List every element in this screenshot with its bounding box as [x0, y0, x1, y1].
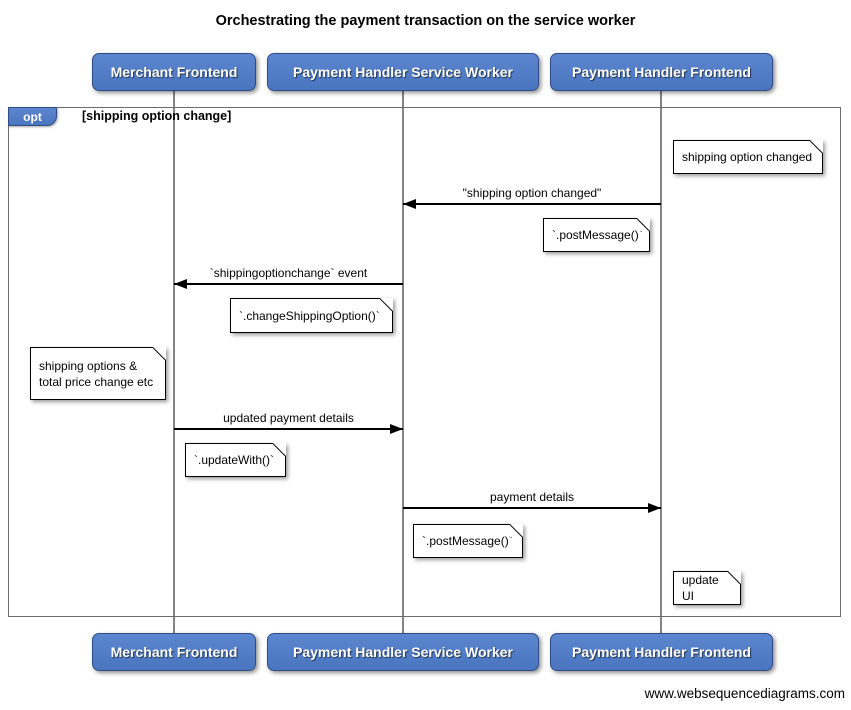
note-text: shipping options & total price change et… — [39, 358, 154, 389]
message-label: "shipping option changed" — [462, 186, 602, 200]
note-fold-icon — [810, 140, 823, 153]
note-fold-icon — [637, 218, 650, 231]
opt-fragment-frame — [8, 107, 841, 617]
note-fold-icon — [380, 298, 393, 311]
message-shippingoptionchange-event: `shippingoptionchange` event — [174, 266, 403, 289]
actor-label: Payment Handler Service Worker — [293, 644, 513, 660]
note-text: `.changeShippingOption()` — [239, 308, 380, 323]
actor-label: Merchant Frontend — [110, 644, 238, 660]
note-text: update UI — [682, 573, 719, 603]
arrowhead-right-icon — [390, 424, 403, 434]
arrowhead-left-icon — [403, 199, 416, 209]
note-shipping-options-total-price: shipping options & total price change et… — [30, 347, 166, 400]
lifeline-merchant-frontend — [173, 91, 175, 633]
lifeline-payment-handler-frontend — [660, 91, 662, 633]
actor-label: Payment Handler Frontend — [572, 644, 751, 660]
arrowhead-left-icon — [174, 279, 187, 289]
message-label: updated payment details — [223, 411, 354, 425]
note-text: `.postMessage()` — [422, 534, 513, 548]
note-update-with: `.updateWith()` — [185, 443, 286, 477]
note-fold-icon — [510, 524, 523, 537]
opt-operator-tab: opt — [8, 107, 57, 126]
actor-label: Payment Handler Frontend — [572, 64, 751, 80]
message-shipping-option-changed: "shipping option changed" — [403, 186, 661, 209]
arrowhead-right-icon — [648, 503, 661, 513]
actor-top-merchant-frontend: Merchant Frontend — [92, 53, 256, 91]
note-fold-icon — [273, 443, 286, 456]
note-text: shipping option changed — [682, 150, 813, 164]
message-payment-details: payment details — [403, 490, 661, 513]
note-text: `.updateWith()` — [194, 453, 275, 467]
actor-top-payment-handler-service-worker: Payment Handler Service Worker — [267, 53, 539, 91]
message-line — [403, 507, 661, 509]
note-post-message-2: `.postMessage()` — [413, 524, 523, 558]
actor-bottom-merchant-frontend: Merchant Frontend — [92, 633, 256, 671]
note-post-message-1: `.postMessage()` — [543, 218, 650, 252]
websequencediagrams-credit: www.websequencediagrams.com — [644, 686, 845, 701]
message-line — [174, 283, 403, 285]
actor-label: Merchant Frontend — [110, 64, 238, 80]
diagram-title: Orchestrating the payment transaction on… — [215, 13, 636, 29]
message-label: payment details — [489, 490, 575, 504]
note-shipping-option-changed: shipping option changed — [673, 140, 823, 174]
actor-bottom-payment-handler-frontend: Payment Handler Frontend — [550, 633, 773, 671]
note-fold-icon — [153, 347, 166, 360]
opt-guard-condition: [shipping option change] — [82, 109, 232, 123]
actor-bottom-payment-handler-service-worker: Payment Handler Service Worker — [267, 633, 539, 671]
message-line — [174, 428, 403, 430]
actor-top-payment-handler-frontend: Payment Handler Frontend — [550, 53, 773, 91]
actor-label: Payment Handler Service Worker — [293, 64, 513, 80]
lifeline-payment-handler-service-worker — [402, 91, 404, 633]
note-change-shipping-option: `.changeShippingOption()` — [230, 298, 393, 333]
message-label: `shippingoptionchange` event — [209, 266, 368, 280]
note-fold-icon — [728, 571, 741, 584]
message-line — [403, 203, 661, 205]
message-updated-payment-details: updated payment details — [174, 411, 403, 434]
note-text: `.postMessage()` — [552, 228, 643, 242]
note-update-ui: update UI — [673, 571, 741, 605]
